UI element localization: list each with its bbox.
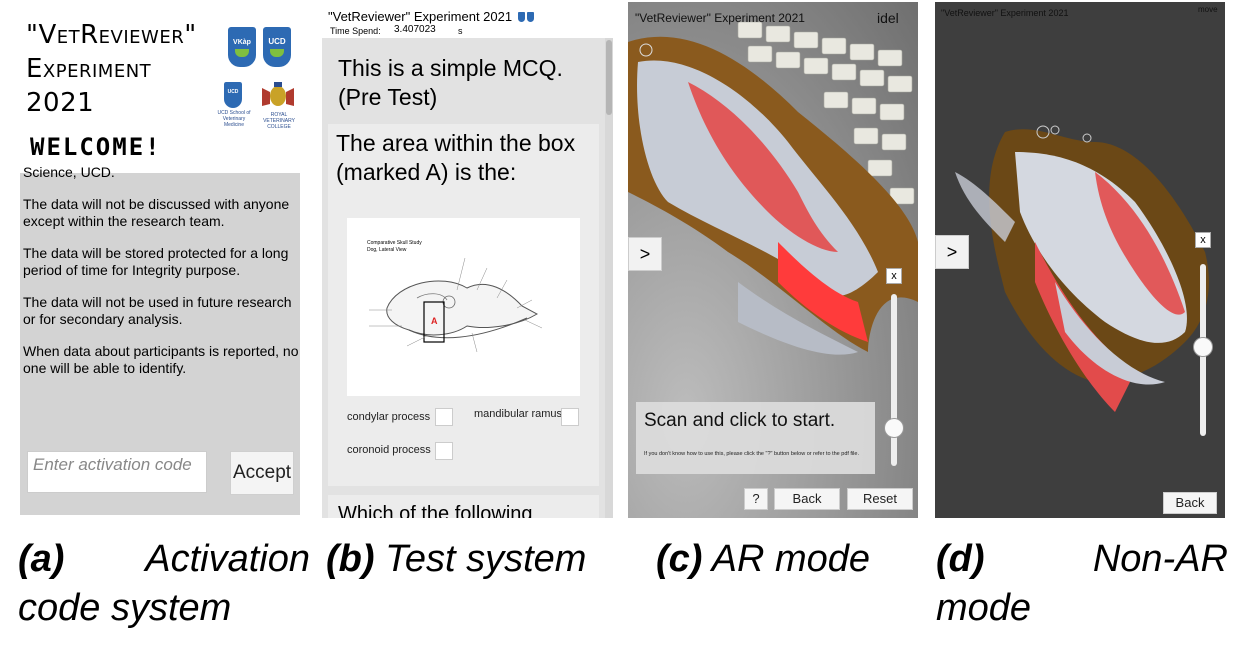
figure-subtitle: Dog, Lateral View — [367, 247, 407, 253]
close-slider-button[interactable]: x — [1195, 232, 1211, 248]
logo-icon — [526, 12, 534, 22]
time-unit: s — [458, 26, 463, 36]
caption-b-text: Test system — [385, 538, 587, 580]
time-value: 3.407023 — [394, 24, 436, 35]
reset-button[interactable]: Reset — [847, 488, 913, 510]
caption-a-text-2: code system — [18, 587, 232, 629]
skull-figure: Comparative Skull Study Dog, Lateral Vie… — [347, 218, 580, 396]
title-line-3: 2021 — [26, 88, 95, 118]
zoom-slider-knob[interactable] — [1193, 336, 1213, 357]
caption-a-text: Activation — [145, 538, 310, 580]
ucd-logo: UCD — [263, 27, 291, 67]
test-title: "VetReviewer" Experiment 2021 — [328, 9, 534, 24]
next-question-text: Which of the following — [338, 503, 533, 518]
option-checkbox[interactable] — [435, 408, 453, 426]
help-button[interactable]: ? — [744, 488, 768, 510]
caption-c-text: AR mode — [711, 538, 871, 580]
accept-button[interactable]: Accept — [230, 451, 294, 495]
zoom-slider[interactable] — [891, 294, 897, 466]
scan-prompt-box: Scan and click to start. If you don't kn… — [636, 402, 875, 474]
caption-d-letter: (d) — [936, 538, 985, 580]
caption-a: (a) Activation code system — [18, 535, 310, 633]
caption-c-letter: (c) — [656, 538, 703, 580]
test-title-text: "VetReviewer" Experiment 2021 — [328, 9, 513, 24]
ar-status: idel — [877, 10, 899, 26]
figure-title: Comparative Skull Study — [367, 240, 422, 246]
consent-paragraph: The data will be stored protected for a … — [23, 245, 289, 278]
consent-paragraph: When data about participants is reported… — [23, 343, 299, 376]
caption-b-letter: (b) — [326, 538, 375, 580]
activation-bar: Enter activation code Accept — [20, 445, 300, 515]
ucd-logo-text: UCD — [268, 37, 286, 46]
non-ar-status: move — [1198, 5, 1218, 14]
caption-a-letter: (a) — [18, 538, 65, 580]
ucd-school-logo: UCD — [224, 82, 242, 108]
title-line-1: "VetReviewer" — [26, 20, 197, 50]
option-label: condylar process — [347, 411, 431, 423]
skull-drawing-icon — [369, 257, 543, 353]
non-ar-mode-panel: "VetReviewer" Experiment 2021 move > x B… — [935, 2, 1225, 518]
rvc-caption: ROYAL VETERINARY COLLEGE — [263, 112, 295, 130]
caption-b: (b) Test system — [326, 535, 586, 584]
ucd-school-logo-text: UCD — [227, 89, 239, 95]
app-title: "VetReviewer" Experiment 2021 — [26, 18, 197, 120]
consent-paragraph: The data will not be discussed with anyo… — [23, 196, 290, 229]
ar-title: "VetReviewer" Experiment 2021 — [635, 11, 805, 25]
test-intro: This is a simple MCQ. (Pre Test) — [338, 55, 563, 110]
scan-prompt: Scan and click to start. — [644, 410, 836, 431]
expand-menu-button[interactable]: > — [628, 237, 662, 271]
consent-cut-line: Science, UCD. — [23, 164, 115, 180]
caption-c: (c) AR mode — [656, 535, 870, 584]
caption-d-text-2: mode — [936, 587, 1032, 629]
skull-3d-model — [955, 125, 1209, 412]
back-button[interactable]: Back — [1163, 492, 1217, 514]
next-question-card — [328, 495, 599, 518]
question-text: The area within the box (marked A) is th… — [336, 130, 576, 185]
scrollbar[interactable] — [605, 38, 613, 518]
expand-menu-button[interactable]: > — [935, 235, 969, 269]
figure-marker-a: A — [431, 316, 438, 326]
option-label: mandibular ramus — [474, 408, 563, 420]
zoom-slider-knob[interactable] — [884, 418, 904, 439]
activation-code-input[interactable]: Enter activation code — [27, 451, 207, 493]
back-button[interactable]: Back — [774, 488, 840, 510]
caption-d: (d) Non-AR mode — [936, 535, 1228, 633]
scan-help-text: If you don't know how to use this, pleas… — [644, 451, 859, 457]
title-line-2: Experiment — [26, 54, 152, 84]
option-checkbox[interactable] — [435, 442, 453, 460]
time-label: Time Spend: — [330, 26, 381, 36]
ucd-school-caption: UCD School of Veterinary Medicine — [217, 110, 251, 128]
close-slider-button[interactable]: x — [886, 268, 902, 284]
consent-paragraph: The data will not be used in future rese… — [23, 294, 292, 327]
vkap-logo: VKàp — [228, 27, 256, 67]
vkap-logo-text: VKàp — [233, 39, 251, 46]
scrollbar-thumb[interactable] — [606, 40, 612, 115]
ar-mode-panel: "VetReviewer" Experiment 2021 idel > x S… — [628, 2, 918, 518]
test-panel: "VetReviewer" Experiment 2021 Time Spend… — [322, 0, 613, 518]
caption-d-text: Non-AR — [1092, 538, 1228, 580]
logo-icon — [517, 12, 525, 22]
consent-text-area[interactable]: Science, UCD. The data will not be discu… — [20, 164, 300, 445]
ar-camera-scene — [628, 21, 918, 355]
activation-panel: "VetReviewer" Experiment 2021 VKàp UCD U… — [18, 0, 302, 515]
non-ar-title: "VetReviewer" Experiment 2021 — [941, 8, 1069, 18]
welcome-heading: WELCOME! — [30, 133, 162, 161]
option-checkbox[interactable] — [561, 408, 579, 426]
option-label: coronoid process — [347, 444, 431, 456]
rvc-crest-icon — [262, 82, 294, 106]
